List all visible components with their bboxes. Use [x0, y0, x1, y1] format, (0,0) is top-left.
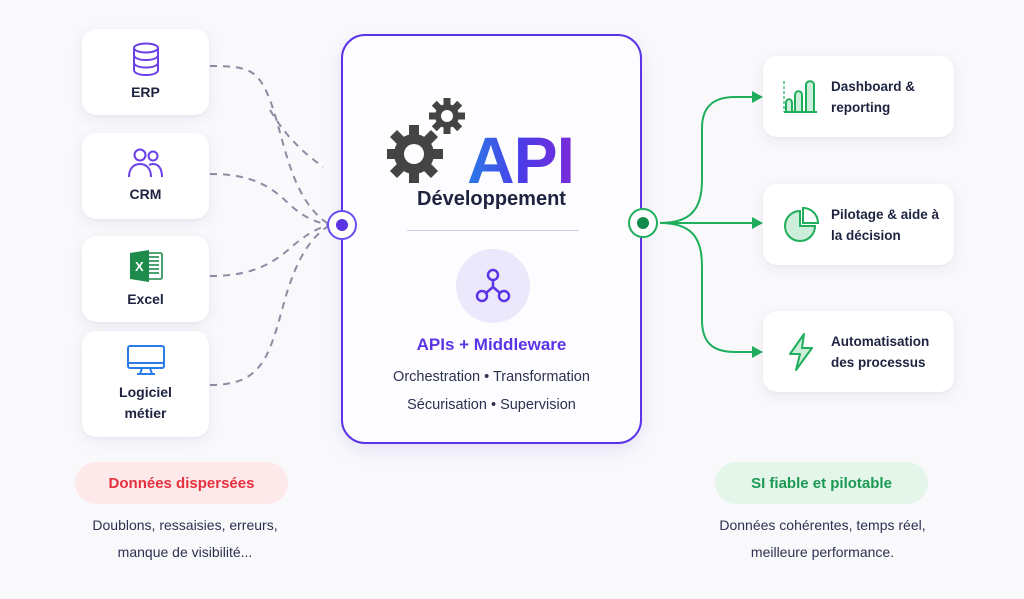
- source-card-crm[interactable]: CRM: [82, 133, 209, 219]
- api-development-card: API Développement APIs + Middleware Orch…: [341, 34, 642, 444]
- node-dot: [637, 217, 649, 229]
- wire-erp: [209, 65, 331, 226]
- api-logo: API: [387, 94, 575, 197]
- gears-icon: [387, 98, 465, 183]
- arrow-pilotage: [752, 217, 763, 229]
- users-icon: [127, 148, 163, 177]
- problem-line-1: Doublons, ressaisies, erreurs,: [92, 517, 278, 533]
- monitor-icon: [126, 345, 165, 375]
- pie-chart-icon: [784, 206, 819, 242]
- source-card-excel[interactable]: X Excel: [82, 236, 209, 322]
- middleware-icon-badge: [456, 249, 530, 323]
- svg-text:X: X: [135, 259, 144, 274]
- arrow-dashboard: [752, 91, 763, 103]
- output-card-automatisation[interactable]: Automatisation des processus: [763, 311, 954, 392]
- problem-line-2: manque de visibilité...: [117, 544, 253, 560]
- output-connector-node: [628, 208, 658, 238]
- wire-excel: [209, 224, 331, 277]
- result-line-2: meilleure performance.: [750, 544, 895, 560]
- output-card-pilotage[interactable]: Pilotage & aide à la décision: [763, 184, 954, 265]
- result-description: Données cohérentes, temps réel, meilleur…: [680, 512, 965, 566]
- branch-dashboard: [659, 96, 752, 224]
- api-logo-text: API: [467, 123, 575, 197]
- center-subtitle: Développement: [417, 188, 566, 210]
- middleware-title: APIs + Middleware: [416, 335, 567, 354]
- middleware-features-2: Sécurisation • Supervision: [407, 397, 576, 413]
- source-label: ERP: [131, 83, 160, 100]
- result-line-1: Données cohérentes, temps réel,: [719, 517, 926, 533]
- excel-icon: X: [129, 249, 163, 282]
- source-card-logiciel[interactable]: Logiciel métier: [82, 331, 209, 437]
- input-connector-node: [327, 210, 357, 240]
- output-card-dashboard[interactable]: Dashboard & reporting: [763, 56, 954, 137]
- output-label: Dashboard & reporting: [831, 78, 916, 115]
- result-badge: SI fiable et pilotable: [715, 462, 928, 504]
- bar-chart-icon: [783, 79, 817, 113]
- branch-automatisation: [659, 222, 752, 353]
- node-dot: [336, 219, 348, 231]
- arrow-automatisation: [752, 346, 763, 358]
- source-card-erp[interactable]: ERP: [82, 29, 209, 115]
- output-label: Automatisation des processus: [831, 333, 930, 370]
- source-label: Logiciel métier: [119, 384, 172, 421]
- wire-logiciel: [209, 224, 331, 386]
- source-label: CRM: [129, 185, 162, 202]
- middleware-features-1: Orchestration • Transformation: [393, 369, 590, 385]
- wire-erp-tail: [269, 109, 324, 168]
- problem-description: Doublons, ressaisies, erreurs, manque de…: [60, 512, 310, 566]
- problem-badge: Données dispersées: [75, 462, 288, 504]
- divider: [407, 230, 579, 231]
- network-nodes-icon: [475, 268, 511, 303]
- lightning-icon: [789, 332, 813, 371]
- output-label: Pilotage & aide à la décision: [831, 206, 940, 243]
- wire-crm: [209, 173, 331, 226]
- source-label: Excel: [127, 290, 164, 307]
- database-icon: [132, 42, 159, 76]
